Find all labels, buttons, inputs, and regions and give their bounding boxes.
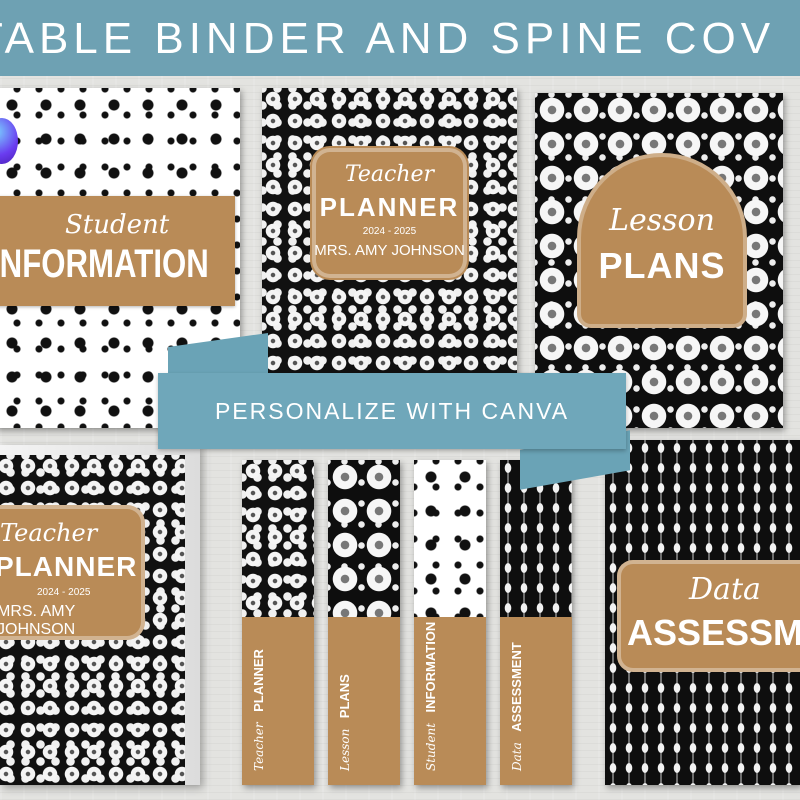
spine-data-script: Data <box>510 742 524 771</box>
spine-lesson-script: Lesson <box>338 728 352 771</box>
spine-student-title: INFORMATION <box>423 621 438 713</box>
cover-data-assessment: Data ASSESSMENT <box>605 440 800 785</box>
spine-data-assessment: Data ASSESSMENT <box>500 460 572 785</box>
cover-lesson-plans: Lesson PLANS <box>535 93 783 428</box>
cover-lesson-label: Lesson PLANS <box>577 153 747 328</box>
cover-teacher-title: PLANNER <box>319 192 460 222</box>
cover-binder-years: 2024 - 2025 <box>37 587 91 598</box>
cover-binder-name: MRS. AMY JOHNSON <box>0 603 76 638</box>
cover-student-title: INFORMATION <box>0 242 209 286</box>
canva-logo-icon <box>0 118 18 164</box>
cover-student-label: Student INFORMATION <box>0 196 235 306</box>
cover-teacher-name: MRS. AMY JOHNSON <box>314 242 465 259</box>
cover-lesson-title: PLANS <box>598 245 726 286</box>
spine-teacher-script: Teacher <box>252 722 266 771</box>
spine-data-label: Data ASSESSMENT <box>500 617 572 785</box>
header-bar: TABLE BINDER AND SPINE COV <box>0 0 800 76</box>
spine-student-label: Student INFORMATION <box>414 617 486 785</box>
banner-text: PERSONALIZE WITH CANVA <box>214 397 570 424</box>
cover-teacher-label: Teacher PLANNER 2024 - 2025 MRS. AMY JOH… <box>312 148 467 278</box>
cover-binder-teacher-planner: Teacher PLANNER 2024 - 2025 MRS. AMY JOH… <box>0 455 185 785</box>
spine-student-script: Student <box>424 722 438 771</box>
spine-lesson-plans: Lesson PLANS <box>328 460 400 785</box>
cover-data-label: Data ASSESSMENT <box>617 560 800 672</box>
banner-ribbon: PERSONALIZE WITH CANVA <box>158 373 626 449</box>
cover-teacher-years: 2024 - 2025 <box>362 226 417 237</box>
header-title: TABLE BINDER AND SPINE COV <box>0 14 776 63</box>
spine-lesson-label: Lesson PLANS <box>328 617 400 785</box>
cover-binder-script: Teacher <box>0 519 98 547</box>
cover-lesson-script: Lesson <box>609 203 715 238</box>
cover-teacher-script: Teacher <box>344 162 435 187</box>
cover-student-script: Student <box>65 210 170 240</box>
spine-lesson-title: PLANS <box>337 674 352 719</box>
cover-teacher-planner: Teacher PLANNER 2024 - 2025 MRS. AMY JOH… <box>262 88 517 388</box>
cover-student-information: Student INFORMATION <box>0 88 240 428</box>
spine-student-information: Student INFORMATION <box>414 460 486 785</box>
cover-binder-label: Teacher PLANNER 2024 - 2025 MRS. AMY JOH… <box>0 505 145 640</box>
spine-teacher-planner: Teacher PLANNER <box>242 460 314 785</box>
spine-teacher-title: PLANNER <box>251 649 266 712</box>
cover-data-script: Data <box>689 572 761 607</box>
spine-teacher-label: Teacher PLANNER <box>242 617 314 785</box>
cover-data-title: ASSESSMENT <box>627 612 800 653</box>
cover-binder-title: PLANNER <box>0 551 138 582</box>
spine-data-title: ASSESSMENT <box>509 642 524 732</box>
